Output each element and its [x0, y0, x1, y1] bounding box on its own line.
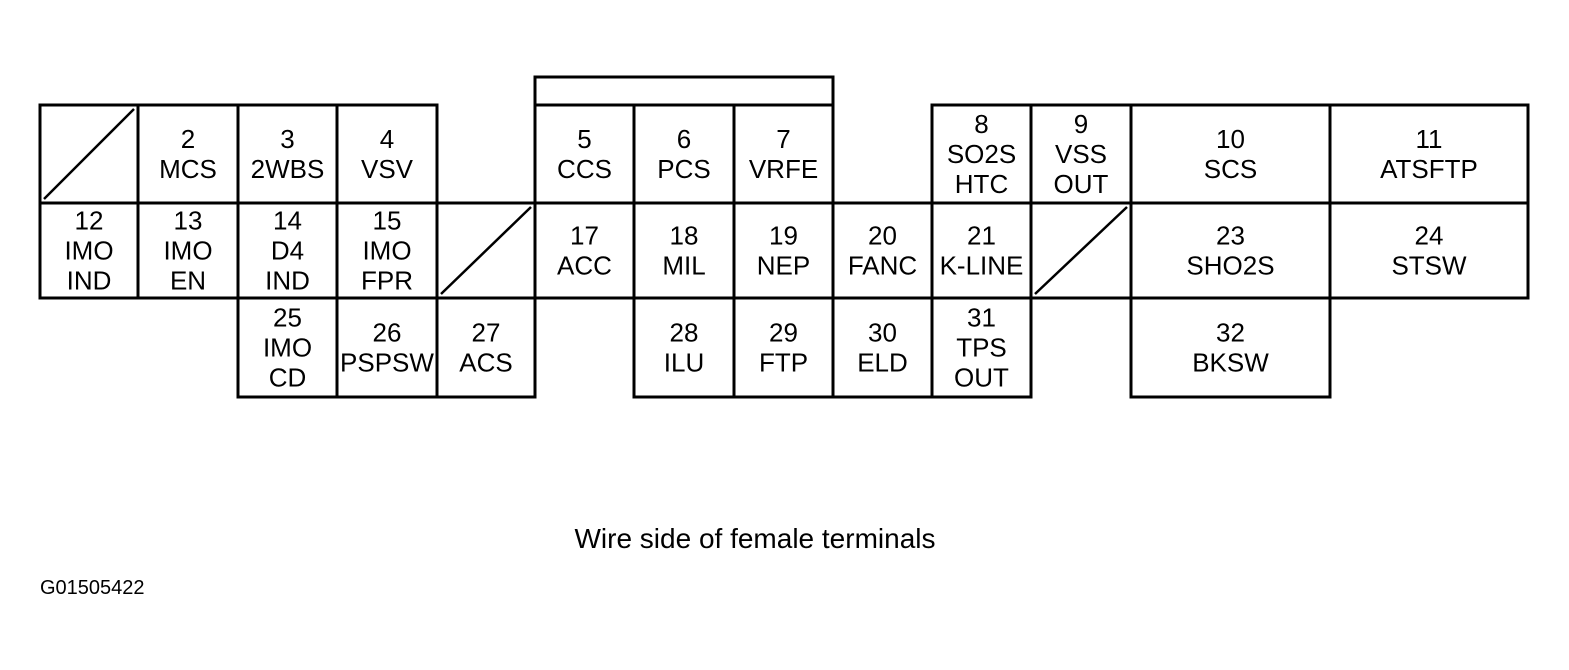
terminal-number-10: 10 [1216, 124, 1245, 154]
terminal-cell-30 [831, 296, 934, 399]
terminal-signal-29: FTP [759, 348, 808, 378]
terminal-signal-15: FPR [361, 266, 413, 296]
connector-key-tab [533, 75, 835, 107]
terminal-number-15: 15 [373, 206, 402, 236]
terminal-cell-32 [1129, 296, 1332, 399]
terminal-cell-11 [1328, 103, 1530, 205]
terminal-number-9: 9 [1074, 109, 1088, 139]
terminal-signal-30: ELD [857, 348, 908, 378]
terminal-signal-13: EN [170, 266, 206, 296]
terminal-cell-24 [1328, 201, 1530, 300]
terminal-number-3: 3 [280, 124, 294, 154]
terminal-signal-18: MIL [662, 251, 705, 281]
terminal-signal-9: VSS [1055, 139, 1107, 169]
terminal-cell-27 [435, 296, 537, 399]
unused-terminal-slash [43, 108, 135, 200]
terminal-signal-3: 2WBS [251, 154, 325, 184]
terminal-signal-2: MCS [159, 154, 217, 184]
terminal-cell-17 [533, 201, 636, 300]
terminal-signal-5: CCS [557, 154, 612, 184]
terminal-signal-14: D4 [271, 236, 304, 266]
terminal-cell-7 [732, 103, 835, 205]
terminal-cell-21 [930, 201, 1033, 300]
terminal-number-12: 12 [75, 206, 104, 236]
terminal-number-7: 7 [776, 124, 790, 154]
terminal-cell-9 [1029, 103, 1133, 205]
terminal-signal-7: VRFE [749, 154, 818, 184]
terminal-number-30: 30 [868, 318, 897, 348]
terminal-number-28: 28 [670, 318, 699, 348]
terminal-signal-6: PCS [657, 154, 710, 184]
terminal-cell-26 [335, 296, 439, 399]
terminal-signal-17: ACC [557, 251, 612, 281]
terminal-signal-24: STSW [1391, 251, 1467, 281]
terminal-number-6: 6 [677, 124, 691, 154]
terminal-cell-25 [236, 296, 339, 399]
terminal-signal-4: VSV [361, 154, 414, 184]
terminal-number-32: 32 [1216, 318, 1245, 348]
figure-id: G01505422 [40, 577, 145, 599]
terminal-signal-21: K-LINE [940, 251, 1024, 281]
unused-terminal-slash [1034, 206, 1128, 295]
terminal-number-19: 19 [769, 221, 798, 251]
terminal-number-21: 21 [967, 221, 996, 251]
terminal-signal-28: ILU [664, 348, 704, 378]
terminal-signal-26: PSPSW [340, 348, 434, 378]
terminal-signal-12: IMO [64, 236, 113, 266]
terminal-signal-23: SHO2S [1186, 251, 1274, 281]
terminal-signal-12: IND [67, 266, 112, 296]
terminal-number-17: 17 [570, 221, 599, 251]
caption: Wire side of female terminals [574, 523, 935, 554]
terminal-signal-31: TPS [956, 333, 1007, 363]
terminal-number-18: 18 [670, 221, 699, 251]
terminal-signal-11: ATSFTP [1380, 154, 1478, 184]
terminal-cell-23 [1129, 201, 1332, 300]
terminal-signal-13: IMO [163, 236, 212, 266]
terminal-signal-20: FANC [848, 251, 917, 281]
terminal-cell-14 [236, 201, 339, 300]
terminal-cell-29 [732, 296, 835, 399]
terminal-number-27: 27 [472, 318, 501, 348]
terminal-number-29: 29 [769, 318, 798, 348]
terminal-cell-10 [1129, 103, 1332, 205]
terminal-number-13: 13 [174, 206, 203, 236]
terminal-cell-31 [930, 296, 1033, 399]
terminal-signal-9: OUT [1054, 169, 1109, 199]
terminal-signal-25: CD [269, 363, 307, 393]
terminal-signal-31: OUT [954, 363, 1009, 393]
terminal-number-8: 8 [974, 109, 988, 139]
terminal-cell-2 [136, 103, 240, 205]
terminal-number-31: 31 [967, 303, 996, 333]
terminal-number-11: 11 [1416, 124, 1443, 154]
terminal-cell-20 [831, 201, 934, 300]
terminal-signal-32: BKSW [1192, 348, 1269, 378]
terminal-number-23: 23 [1216, 221, 1245, 251]
terminal-number-26: 26 [373, 318, 402, 348]
terminal-signal-19: NEP [757, 251, 810, 281]
terminal-signal-15: IMO [362, 236, 411, 266]
terminal-signal-14: IND [265, 266, 310, 296]
terminal-number-2: 2 [181, 124, 195, 154]
terminal-number-14: 14 [273, 206, 302, 236]
terminal-cell-15 [335, 201, 439, 300]
terminal-signal-27: ACS [459, 348, 512, 378]
terminal-number-5: 5 [577, 124, 591, 154]
terminal-number-20: 20 [868, 221, 897, 251]
unused-terminal-slash [440, 206, 532, 295]
terminal-signal-25: IMO [263, 333, 312, 363]
terminal-signal-8: SO2S [947, 139, 1016, 169]
terminal-signal-8: HTC [955, 169, 1008, 199]
terminal-cell-13 [136, 201, 240, 300]
terminal-number-4: 4 [380, 124, 394, 154]
terminal-number-24: 24 [1415, 221, 1444, 251]
terminal-signal-10: SCS [1204, 154, 1257, 184]
terminal-number-25: 25 [273, 303, 302, 333]
